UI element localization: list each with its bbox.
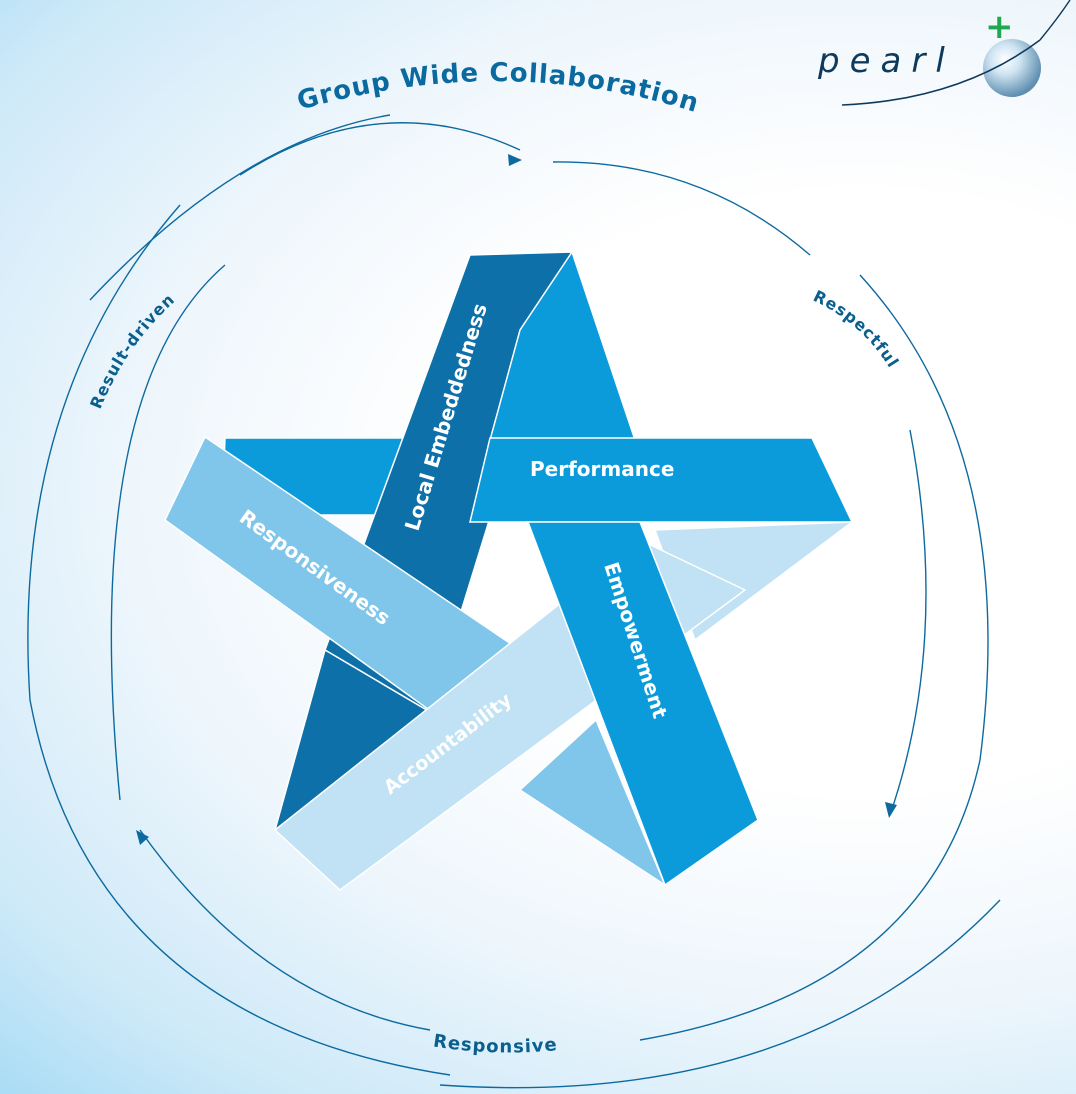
arrow-left-icon <box>136 830 149 845</box>
pearl-logo: pearl + <box>817 0 1071 106</box>
ring-label-result-driven: Result-driven <box>86 289 178 411</box>
ring-label-respectful: Respectful <box>810 286 903 371</box>
label-performance: Performance <box>530 457 674 481</box>
ring-arrows <box>136 154 897 845</box>
logo-swoosh <box>841 39 1041 106</box>
star <box>164 250 855 891</box>
outer-ring <box>27 114 1001 1089</box>
ring-arc-top-left <box>239 122 521 176</box>
arrow-right-icon <box>885 802 897 818</box>
band-empowerment <box>526 521 759 887</box>
arrow-top-icon <box>508 154 522 166</box>
ring-label-responsive: Responsive <box>432 1031 558 1058</box>
logo-text: pearl <box>817 41 955 81</box>
band-bottom-right-light <box>518 718 667 887</box>
ring-arc-bottom-left <box>139 829 431 1031</box>
ring-arc-left-inner <box>110 264 226 801</box>
logo-swoosh-tail <box>1039 0 1071 41</box>
ring-arc-bottom-outer <box>439 899 1001 1089</box>
ring-arc-top-outer <box>89 114 391 301</box>
ring-arc-left-outer <box>27 204 451 1076</box>
ring-arc-right-inner <box>889 429 927 816</box>
diagram-title: Group Wide Collaboration <box>294 58 703 119</box>
pearl-orb-icon <box>983 39 1041 97</box>
ring-arc-right-outer <box>639 274 989 1041</box>
ring-arc-top-right <box>552 161 811 256</box>
